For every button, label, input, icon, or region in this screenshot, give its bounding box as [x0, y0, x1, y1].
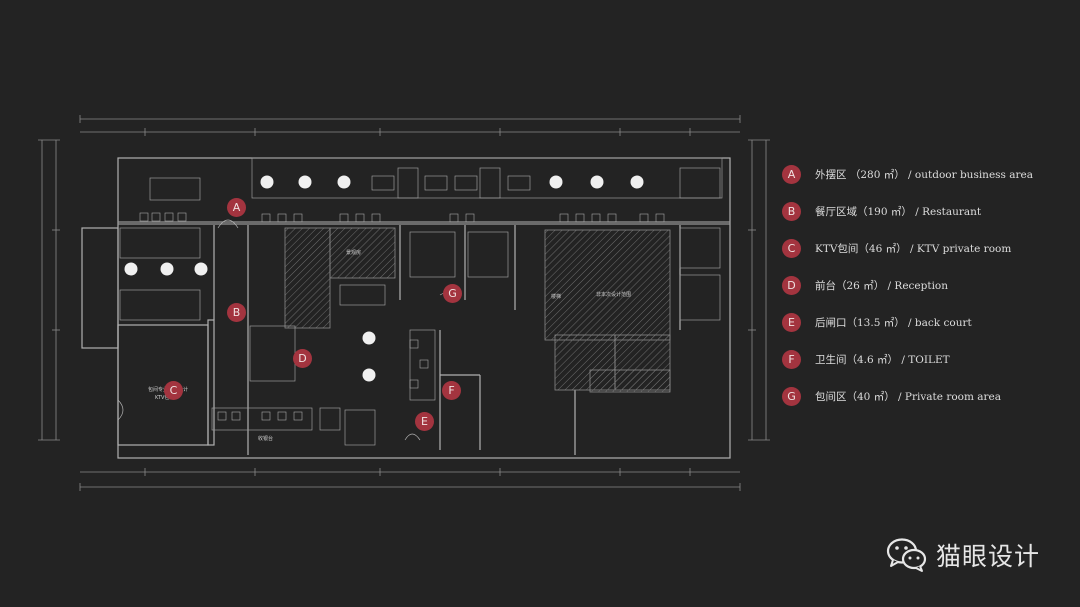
legend-item-a: A 外摆区 （280 ㎡） / outdoor business area [782, 165, 1072, 202]
legend-badge: A [782, 165, 801, 184]
legend-item-g: G 包间区（40 ㎡） / Private room area [782, 387, 1072, 424]
legend-text: 餐厅区域（190 ㎡） / Restaurant [815, 206, 982, 218]
legend-item-b: B 餐厅区域（190 ㎡） / Restaurant [782, 202, 1072, 239]
legend-text: 包间区（40 ㎡） / Private room area [815, 391, 1002, 403]
plan-marker-b: B [227, 303, 246, 322]
plan-marker-f: F [442, 381, 461, 400]
legend-text: 后闸口（13.5 ㎡） / back court [815, 317, 972, 329]
plan-marker-g-text: G [448, 287, 457, 300]
vip-room-label: 景观房 [346, 249, 361, 256]
legend-badge: F [782, 350, 801, 369]
plan-marker-d: D [293, 349, 312, 368]
cashier-label: 收银台 [258, 435, 273, 442]
plan-marker-g: G [443, 284, 462, 303]
legend-badge: G [782, 387, 801, 406]
legend-badge: E [782, 313, 801, 332]
legend-text: 前台（26 ㎡） / Reception [815, 280, 949, 292]
legend-badge: B [782, 202, 801, 221]
watermark: 猫眼设计 [886, 537, 1040, 573]
legend-text: KTV包间（46 ㎡） / KTV private room [815, 243, 1012, 255]
legend-badge: C [782, 239, 801, 258]
stair-label: 楼梯 [551, 293, 561, 300]
ktv-room-sublabel: KTV包间 [155, 394, 174, 401]
plan-marker-b-text: B [232, 306, 241, 319]
plan-marker-c-text: C [169, 384, 178, 397]
plan-marker-e-text: E [421, 415, 428, 428]
plan-marker-d-text: D [298, 352, 307, 365]
legend-item-f: F 卫生间（4.6 ㎡） / TOILET [782, 350, 1072, 387]
watermark-text: 猫眼设计 [936, 542, 1041, 571]
legend-badge: D [782, 276, 801, 295]
legend-text: 卫生间（4.6 ㎡） / TOILET [815, 354, 950, 366]
plan-marker-a-text: A [232, 201, 241, 214]
wechat-icon [886, 538, 927, 572]
legend-item-c: C KTV包间（46 ㎡） / KTV private room [782, 239, 1072, 276]
plan-marker-f-text: F [448, 384, 455, 397]
plan-marker-a: A [227, 198, 246, 217]
plan-marker-e: E [415, 412, 434, 431]
legend-item-e: E 后闸口（13.5 ㎡） / back court [782, 313, 1072, 350]
plan-marker-c: C [164, 381, 183, 400]
legend-text: 外摆区 （280 ㎡） / outdoor business area [815, 169, 1034, 181]
out-of-scope-label: 非本次设计范围 [596, 291, 631, 298]
legend-item-d: D 前台（26 ㎡） / Reception [782, 276, 1072, 313]
